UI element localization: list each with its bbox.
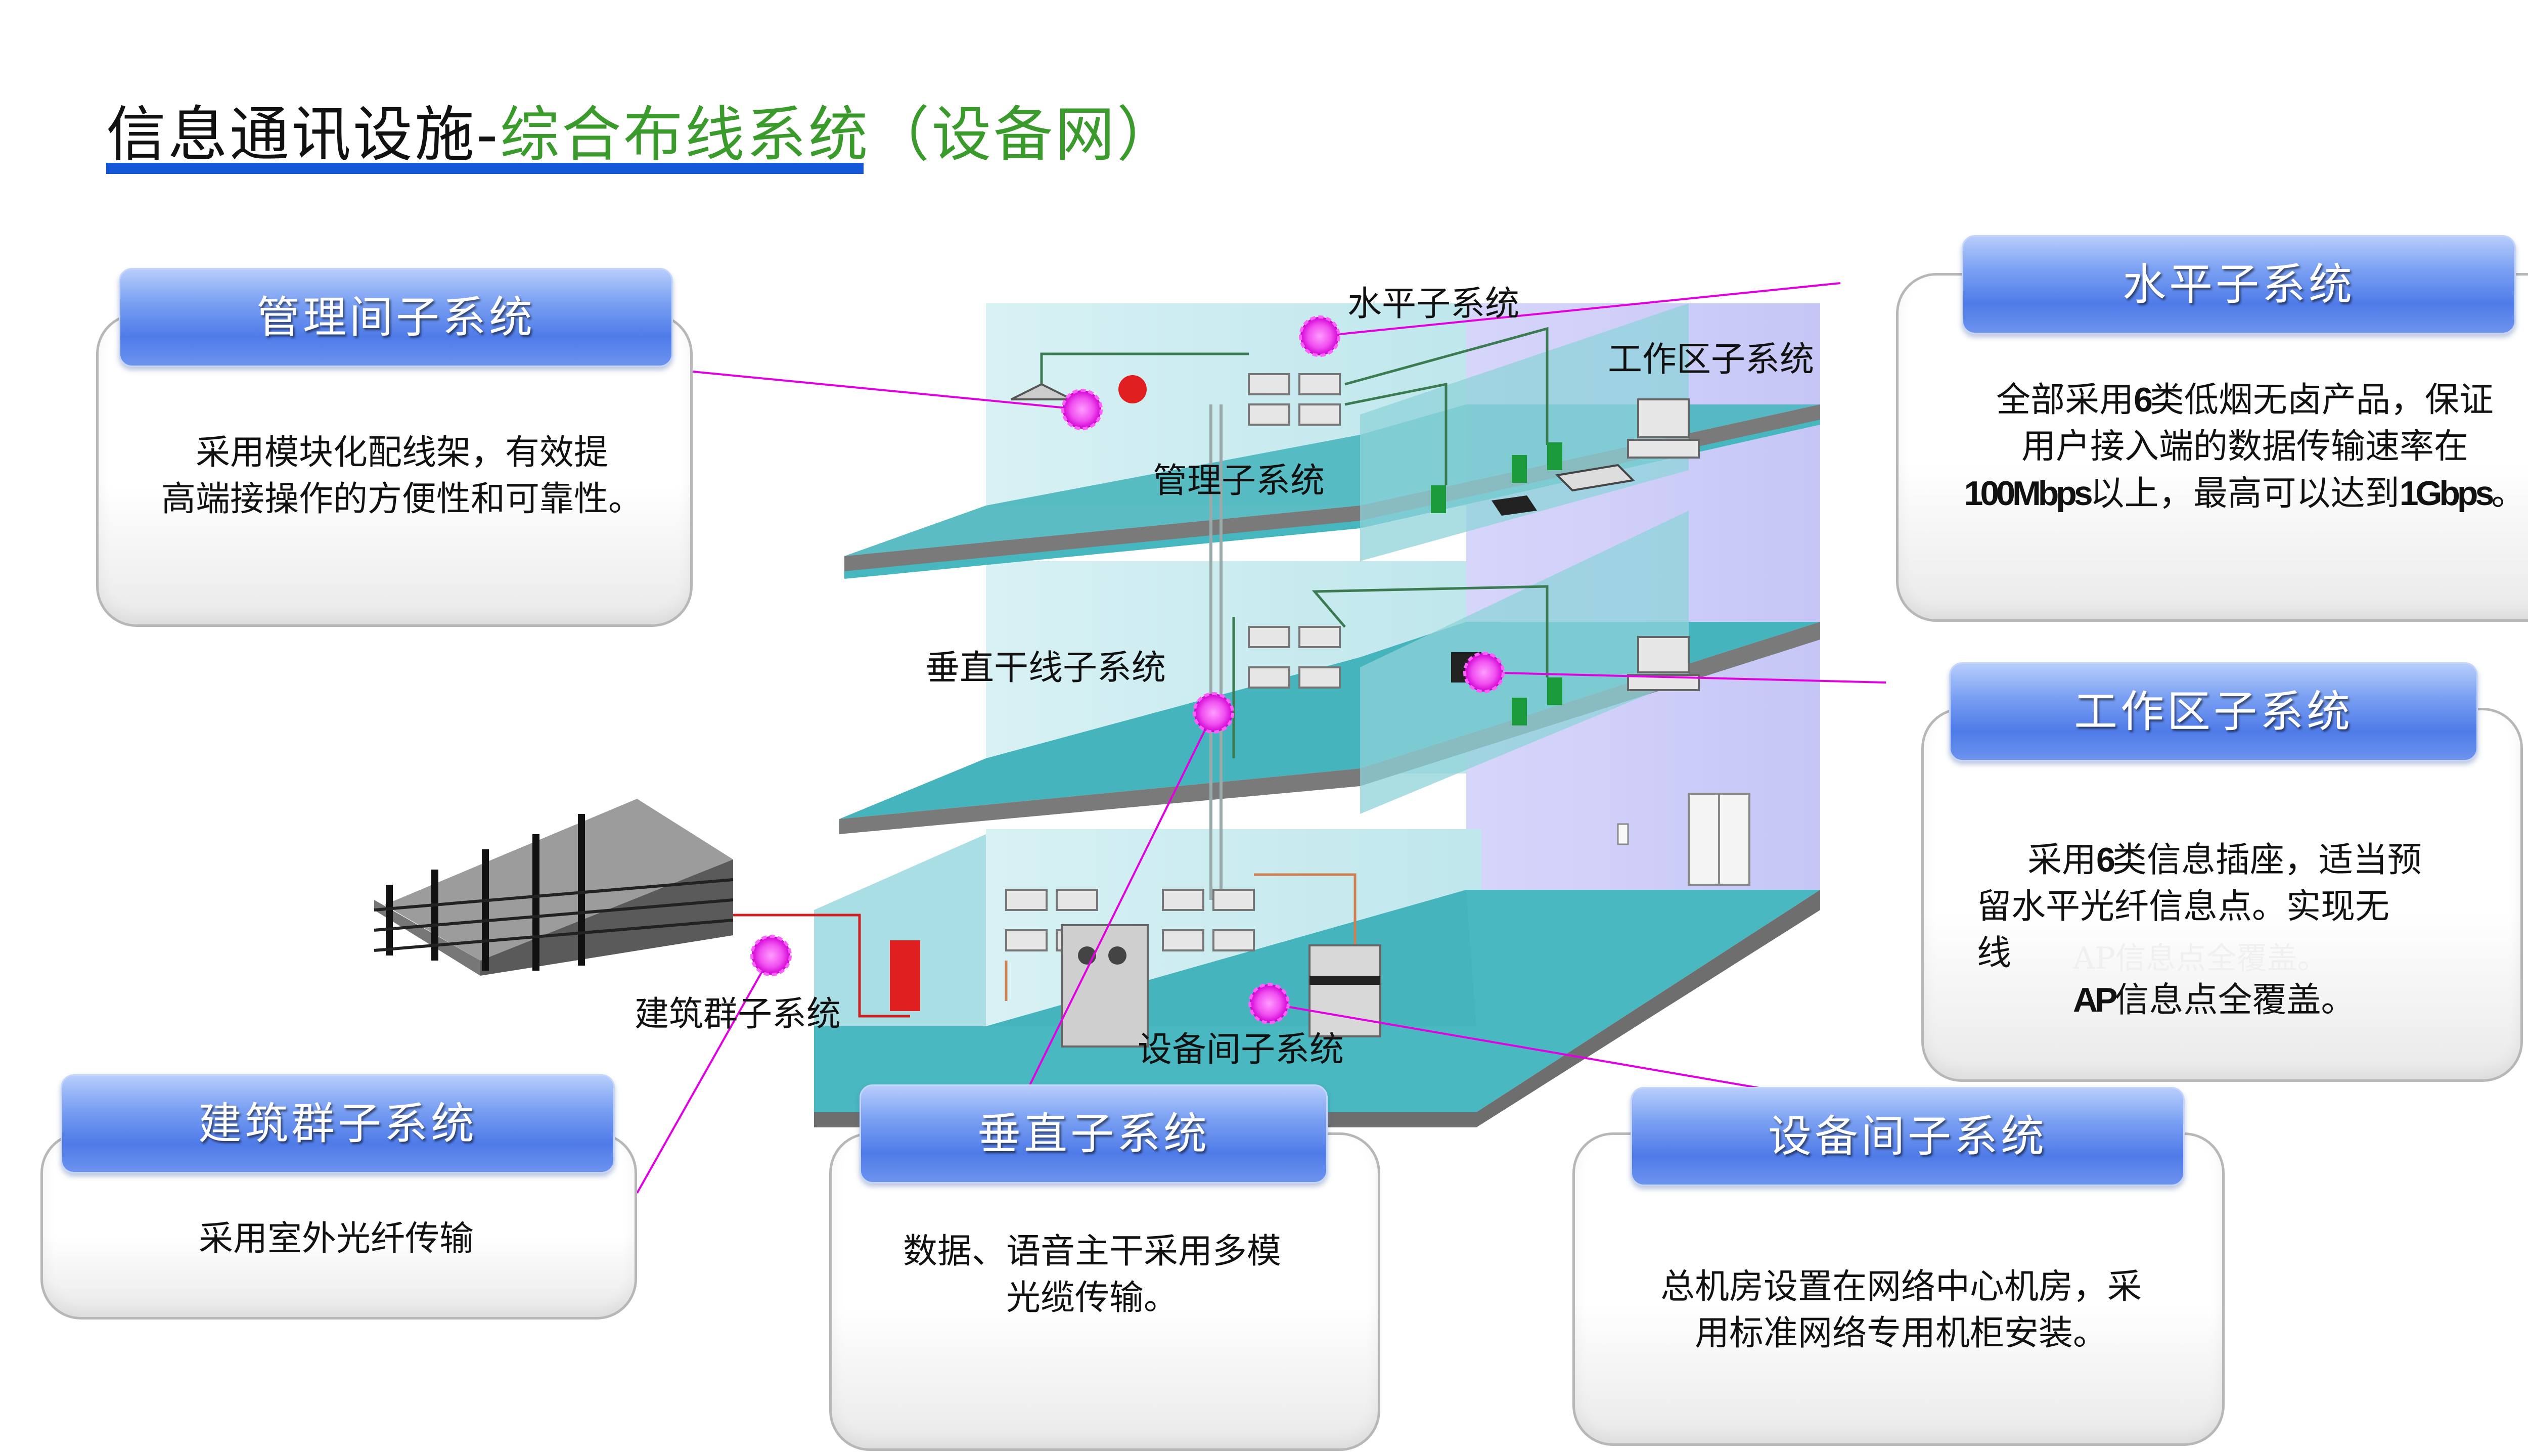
- text-line: 采用室外光纤传输: [198, 1219, 474, 1259]
- light-switch: [1617, 823, 1629, 845]
- alarm-bell: [1118, 375, 1147, 403]
- text-line: 采用模块化配线架，有效提: [195, 433, 608, 473]
- card-campus-header: 建筑群子系统: [61, 1074, 615, 1173]
- text-line: 留水平光纤信息点。实现无: [1977, 887, 2390, 927]
- ceiling-speaker: [1011, 383, 1072, 400]
- text-line: 用标准网络专用机柜安装。: [1694, 1313, 2107, 1353]
- elevator: [1688, 793, 1750, 886]
- text-line: AP信息点全覆盖。: [2073, 980, 2356, 1020]
- card-equipment-body: 总机房设置在网络中心机房，采 用标准网络专用机柜安装。: [1608, 1264, 2194, 1357]
- page-title: 信息通讯设施-综合布线系统（设备网）: [106, 86, 1179, 172]
- campus-building: [374, 799, 734, 976]
- callout-lines: [636, 282, 1886, 1194]
- card-horizontal-header: 水平子系统: [1962, 235, 2516, 334]
- connection-nodes: [750, 315, 1505, 1024]
- text-line: 100Mbps以上，最高可以达到1Gbps。: [1964, 474, 2526, 514]
- card-campus-body: 采用室外光纤传输: [61, 1216, 612, 1262]
- label-equipment: 设备间子系统: [1138, 1030, 1344, 1070]
- card-equipment-header: 设备间子系统: [1631, 1087, 2185, 1186]
- label-management: 管理子系统: [1153, 461, 1325, 501]
- text-line: 用户接入端的数据传输速率在: [2021, 427, 2468, 467]
- computer-top: [1627, 398, 1700, 459]
- title-prefix: 信息通讯设施-: [106, 100, 500, 169]
- card-vertical-body: 数据、语音主干采用多模 光缆传输。: [860, 1228, 1325, 1322]
- printer: [1555, 464, 1636, 492]
- wall-outlets: [1431, 442, 1562, 725]
- label-campus: 建筑群子系统: [635, 994, 841, 1034]
- computer-mid: [1627, 636, 1700, 691]
- card-workarea-header: 工作区子系统: [1949, 662, 2478, 761]
- ghost-text: AP信息点全覆盖。: [2073, 941, 2328, 976]
- card-horizontal-body: 全部采用6类低烟无卤产品，保证 用户接入端的数据传输速率在 100Mbps以上，…: [1931, 377, 2528, 517]
- text-line: 总机房设置在网络中心机房，采: [1660, 1267, 2142, 1307]
- title-underline: [106, 163, 864, 174]
- label-horizontal: 水平子系统: [1347, 284, 1520, 324]
- title-suffix: （设备网）: [870, 100, 1179, 169]
- text-line: 光缆传输。: [1006, 1278, 1178, 1318]
- card-vertical: [829, 1132, 1380, 1451]
- label-workarea: 工作区子系统: [1608, 340, 1815, 380]
- label-backbone: 垂直干线子系统: [925, 648, 1166, 688]
- text-line: 采用6类信息插座，适当预: [2027, 840, 2422, 880]
- card-management-header: 管理间子系统: [119, 268, 673, 367]
- server-cabinet: [1061, 924, 1149, 1048]
- fire-panel: [890, 940, 920, 1011]
- text-line: 数据、语音主干采用多模: [902, 1232, 1281, 1271]
- text-line: 高端接操作的方便性和可靠性。: [161, 479, 643, 519]
- telephone: [1492, 495, 1537, 516]
- card-management-body: 采用模块化配线架，有效提 高端接操作的方便性和可靠性。: [134, 430, 670, 523]
- card-workarea: [1921, 708, 2523, 1082]
- text-line: 全部采用6类低烟无卤产品，保证: [1996, 380, 2494, 420]
- partition-mid: [1360, 511, 1689, 814]
- title-highlight: 综合布线系统: [500, 100, 870, 169]
- card-vertical-header: 垂直子系统: [860, 1084, 1328, 1184]
